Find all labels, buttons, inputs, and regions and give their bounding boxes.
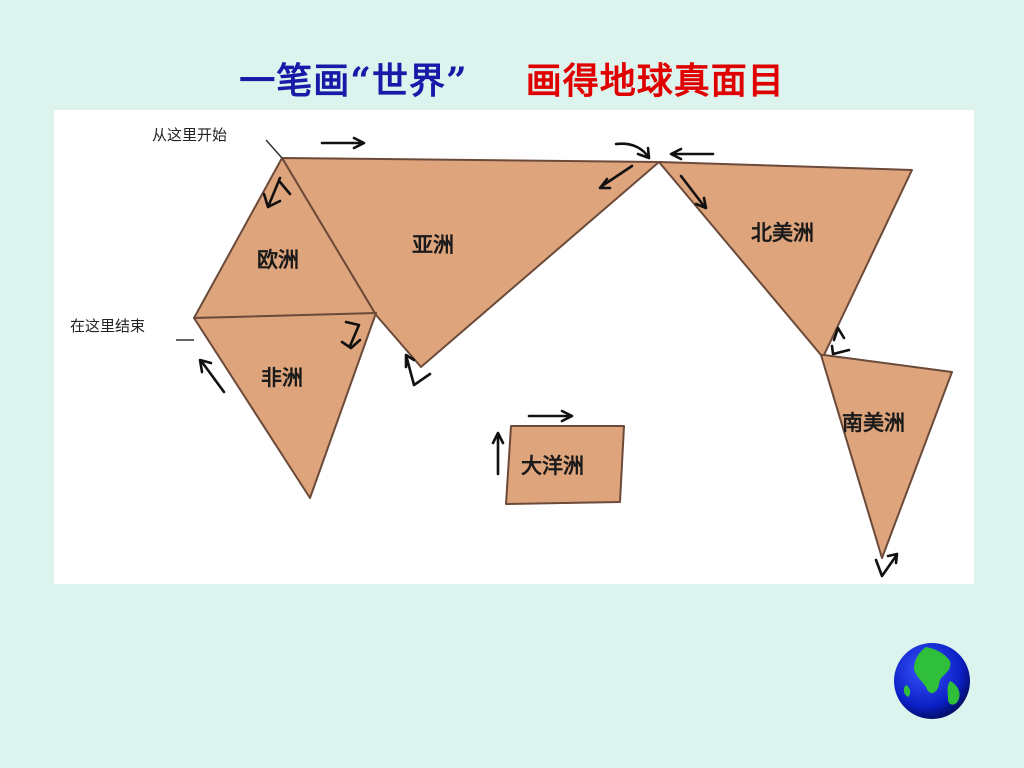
africa-shape [193, 312, 377, 499]
arrow-na-down-icon [679, 174, 708, 210]
title-part-2: 画得地球真面目 [525, 60, 785, 102]
north-america-label: 北美洲 [751, 221, 814, 245]
arrow-oceania-up-icon [491, 431, 505, 476]
arrow-sa-up-icon [830, 326, 851, 356]
oceania-label: 大洋洲 [521, 454, 584, 478]
arrow-sa-bottom-icon [874, 552, 899, 578]
arrow-europe-corner-icon [262, 176, 292, 209]
arrow-africa-corner-icon [340, 320, 362, 350]
europe-label: 欧洲 [257, 248, 299, 272]
end-note: 在这里结束 [70, 317, 145, 335]
world-map-diagram: 从这里开始 在这里结束 欧洲 亚洲 非洲 北美洲 南美洲 大洋洲 [54, 110, 974, 584]
start-note: 从这里开始 [152, 126, 227, 144]
arrow-asia-bottom-icon [404, 353, 432, 387]
direction-arrows [198, 136, 899, 578]
start-leader-line [265, 139, 283, 159]
arrow-oceania-top-icon [527, 409, 574, 423]
arrow-asia-down-icon [598, 164, 634, 190]
oceania-shape [505, 425, 625, 505]
africa-label: 非洲 [261, 366, 303, 390]
map-svg: 从这里开始 在这里结束 欧洲 亚洲 非洲 北美洲 南美洲 大洋洲 [70, 126, 953, 578]
arrow-left-top-icon [669, 147, 715, 161]
title-part-1: 一笔画“世界” [239, 60, 468, 102]
globe-icon [894, 643, 970, 719]
asia-label: 亚洲 [412, 233, 454, 257]
arrow-asia-peak-icon [614, 142, 651, 160]
slide-title: 一笔画“世界” 画得地球真面目 [0, 52, 1024, 104]
arrow-top-right-icon [320, 136, 366, 150]
south-america-label: 南美洲 [842, 411, 905, 435]
arrow-africa-up-icon [198, 358, 226, 394]
